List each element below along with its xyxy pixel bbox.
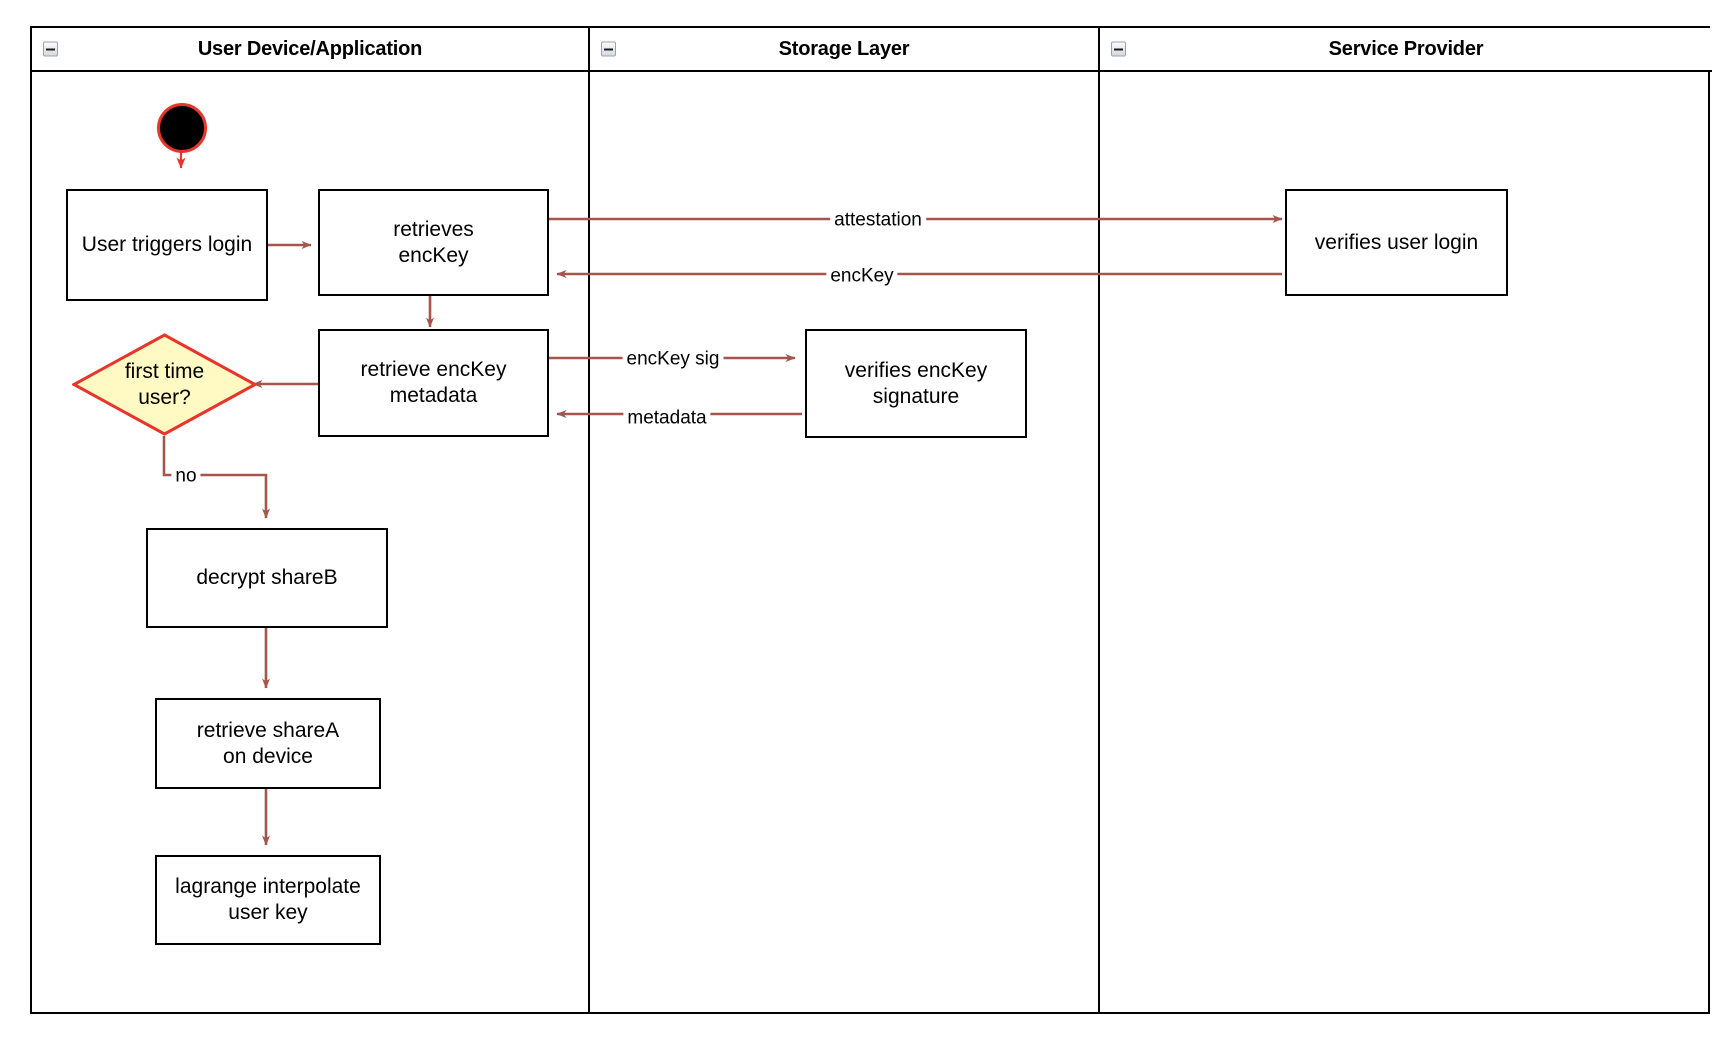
lane-title-user-device: User Device/Application	[197, 37, 423, 60]
lane-service-provider[interactable]: Service Provider	[1098, 28, 1712, 1012]
lane-header-service-provider: Service Provider	[1100, 28, 1712, 72]
lane-title-service-provider: Service Provider	[1328, 37, 1484, 60]
node-lagrange-interpolate[interactable]: lagrange interpolate user key	[155, 855, 381, 945]
node-retrieve-enckey-metadata[interactable]: retrieve encKey metadata	[318, 329, 549, 437]
node-decrypt-shareb[interactable]: decrypt shareB	[146, 528, 388, 628]
node-verifies-enckey-signature[interactable]: verifies encKey signature	[805, 329, 1027, 438]
collapse-minus-icon[interactable]	[43, 41, 58, 57]
collapse-minus-icon[interactable]	[601, 41, 616, 57]
lane-header-user-device: User Device/Application	[32, 28, 588, 72]
edge-label-attestation: attestation	[830, 210, 926, 232]
lane-user-device[interactable]: User Device/Application	[32, 28, 588, 1012]
lane-title-storage-layer: Storage Layer	[778, 37, 910, 60]
edge-label-no: no	[171, 466, 201, 488]
start-node[interactable]	[157, 103, 207, 153]
decision-diamond-shape	[72, 333, 257, 436]
lane-storage-layer[interactable]: Storage Layer	[588, 28, 1098, 1012]
node-first-time-user-decision[interactable]: first time user?	[72, 333, 257, 436]
node-retrieve-sharea[interactable]: retrieve shareA on device	[155, 698, 381, 789]
lane-header-storage-layer: Storage Layer	[590, 28, 1098, 72]
edge-label-enckey-sig: encKey sig	[622, 349, 724, 371]
node-user-triggers-login[interactable]: User triggers login	[66, 189, 268, 301]
node-retrieves-enckey[interactable]: retrieves encKey	[318, 189, 549, 296]
collapse-minus-icon[interactable]	[1111, 41, 1126, 57]
edge-label-enckey: encKey	[826, 266, 898, 288]
decision-label: first time user?	[124, 359, 205, 409]
node-verifies-user-login[interactable]: verifies user login	[1285, 189, 1508, 296]
edge-label-metadata: metadata	[623, 408, 711, 430]
